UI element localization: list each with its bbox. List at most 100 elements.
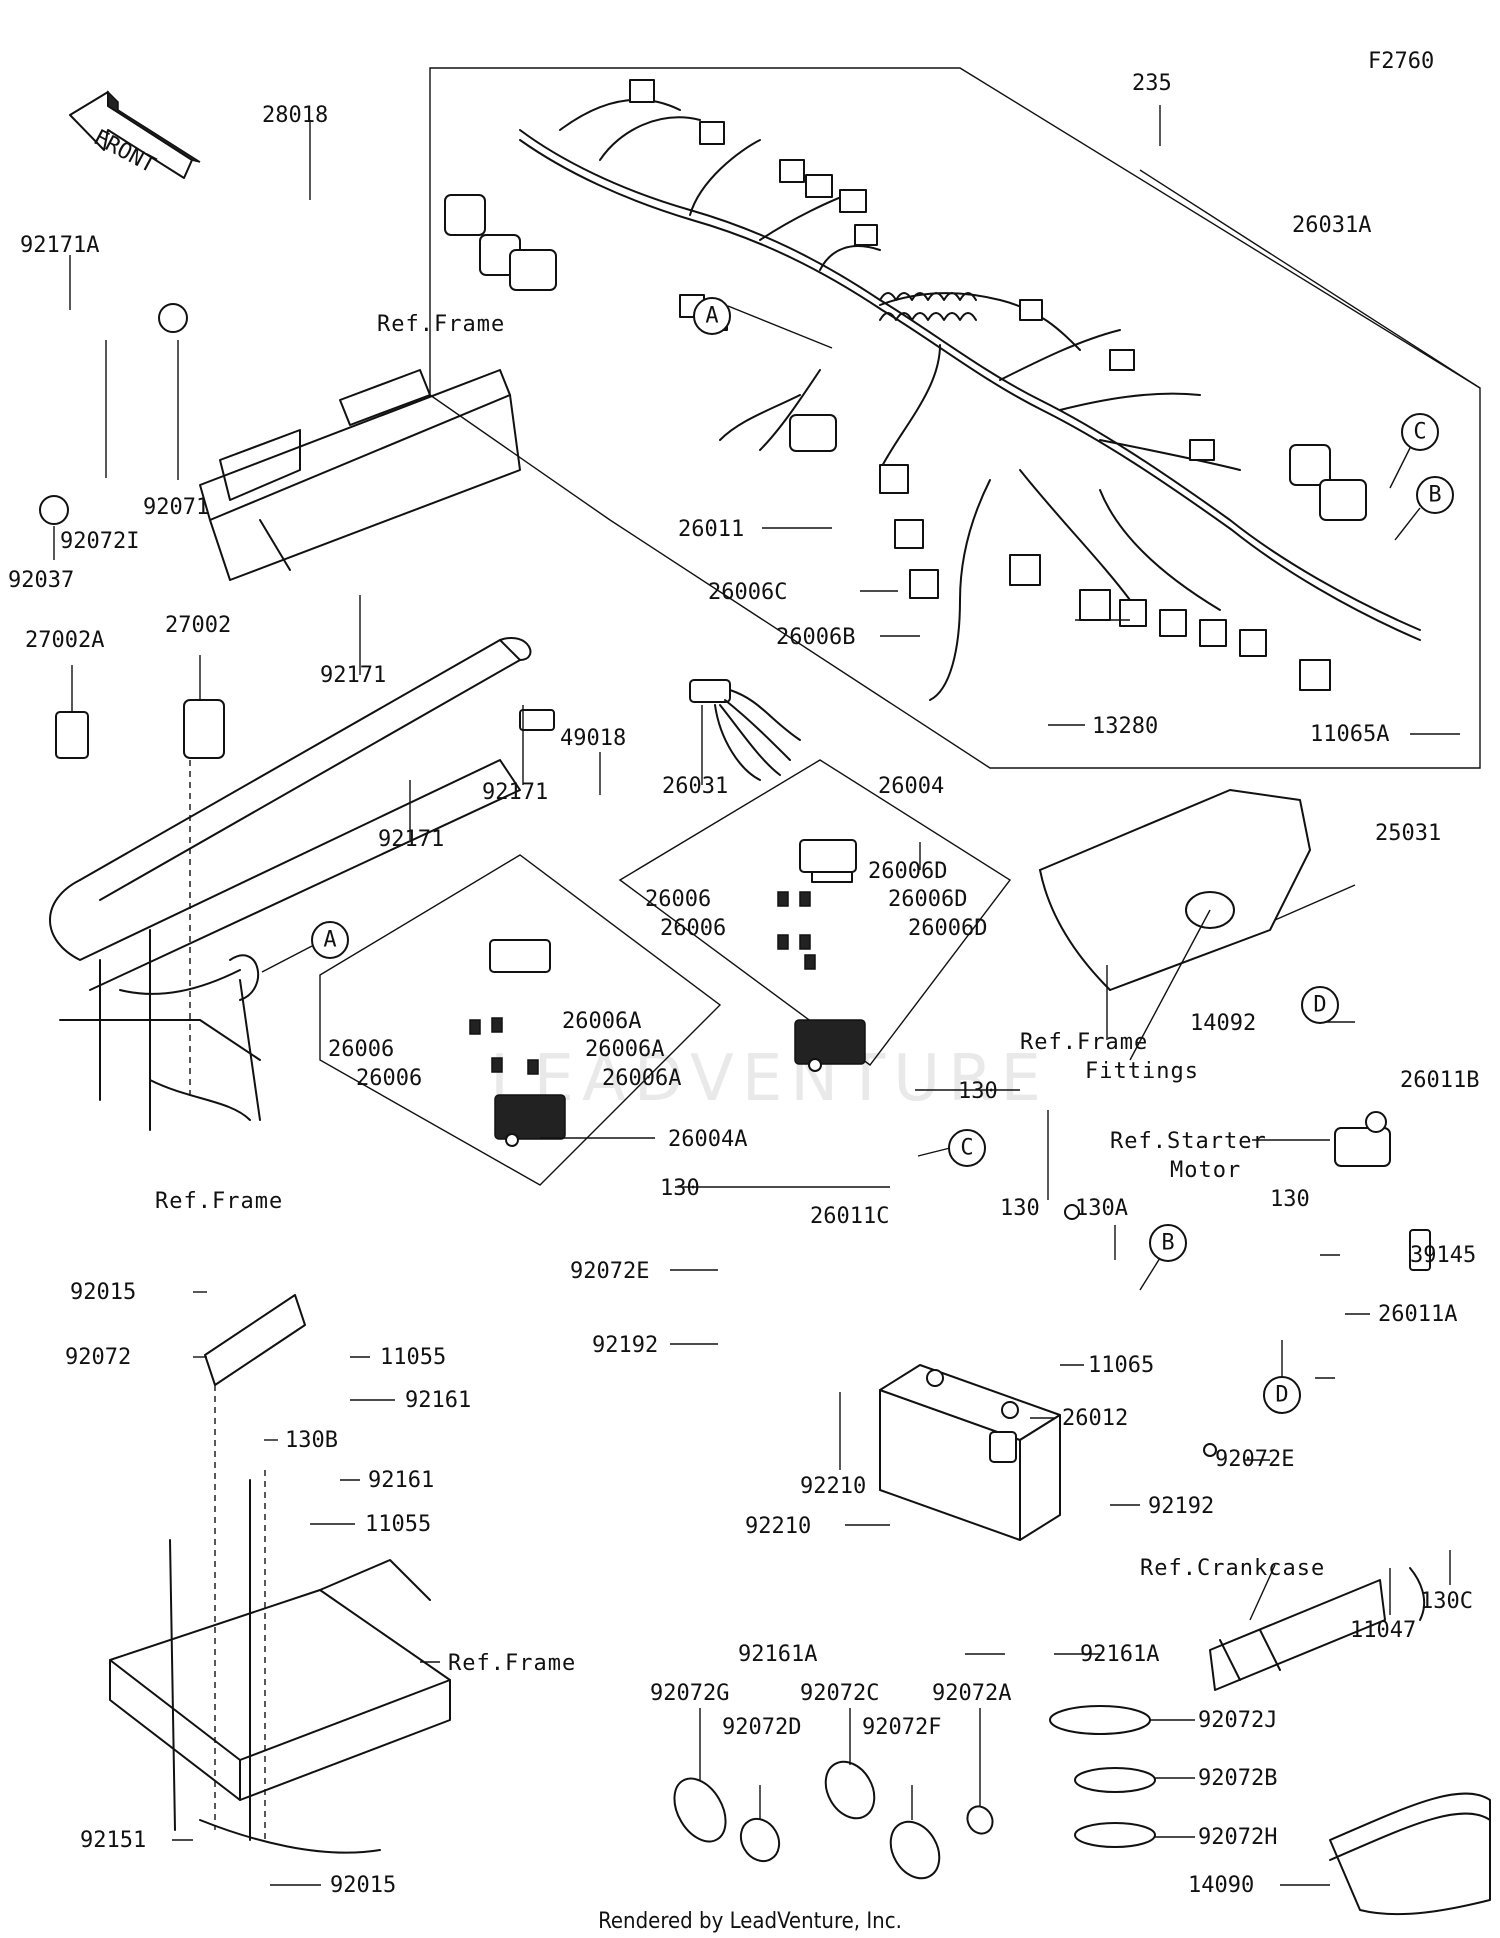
part-label: 92072B xyxy=(1198,1766,1277,1791)
part-label: 26006D xyxy=(868,859,947,884)
part-label: 92161 xyxy=(368,1468,434,1493)
part-label: 27002A xyxy=(25,628,104,653)
part-label: 26006D xyxy=(908,916,987,941)
part-label: 14092 xyxy=(1190,1011,1256,1036)
svg-text:B: B xyxy=(1428,483,1441,508)
starter-motor xyxy=(1334,1111,1391,1167)
part-label: 11047 xyxy=(1350,1618,1416,1643)
misc-small-parts xyxy=(39,303,1431,1841)
battery-tray xyxy=(109,1559,451,1854)
part-label: 92072G xyxy=(650,1681,729,1706)
part-label: 26011B xyxy=(1400,1068,1479,1093)
frame-fittings xyxy=(1039,789,1311,991)
part-label: 92037 xyxy=(8,568,74,593)
part-label: 11055 xyxy=(380,1345,446,1370)
figure-code: F2760 xyxy=(1368,49,1434,74)
part-label: 92171 xyxy=(378,827,444,852)
part-label: 92210 xyxy=(745,1514,811,1539)
part-label: 130B xyxy=(285,1428,338,1453)
part-label: 26011 xyxy=(678,517,744,542)
part-label: 11065 xyxy=(1088,1353,1154,1378)
part-label: 92072H xyxy=(1198,1825,1277,1850)
svg-text:A: A xyxy=(323,928,336,953)
part-label: 26004 xyxy=(878,774,944,799)
part-label: 92171 xyxy=(320,663,386,688)
ref-frame-fittings-line2: Fittings xyxy=(1085,1059,1199,1084)
part-label: 92192 xyxy=(592,1333,658,1358)
part-label: 130 xyxy=(1270,1187,1310,1212)
part-label: 26006D xyxy=(888,887,967,912)
part-label: 26006A xyxy=(602,1066,681,1091)
part-label: 92072C xyxy=(800,1681,879,1706)
part-label: 92072E xyxy=(570,1259,649,1284)
part-label: 92072F xyxy=(862,1715,941,1740)
main-wiring-harness xyxy=(444,79,1421,701)
part-label: 92192 xyxy=(1148,1494,1214,1519)
part-label: 130 xyxy=(958,1079,998,1104)
part-label: 26006A xyxy=(585,1037,664,1062)
part-label: 92161 xyxy=(405,1388,471,1413)
front-arrow-icon: FRONT xyxy=(69,90,201,179)
ref-frame-left: Ref.Frame xyxy=(155,1189,283,1214)
part-label: 92072J xyxy=(1198,1708,1277,1733)
ref-frame-top: Ref.Frame xyxy=(377,312,505,337)
part-label: 92072D xyxy=(722,1715,801,1740)
part-label: 27002 xyxy=(165,613,231,638)
part-label: 26006 xyxy=(356,1066,422,1091)
part-label: 26006B xyxy=(776,625,855,650)
part-label: 92072A xyxy=(932,1681,1011,1706)
part-label: 130 xyxy=(1000,1196,1040,1221)
part-label: 92210 xyxy=(800,1474,866,1499)
part-label: 26004A xyxy=(668,1127,747,1152)
battery-26012 xyxy=(879,1364,1061,1541)
fuse-box-26004A xyxy=(469,939,566,1147)
svg-text:D: D xyxy=(1275,1383,1288,1408)
part-label: 11065A xyxy=(1310,722,1389,747)
part-label: 11055 xyxy=(365,1512,431,1537)
ref-starter-line1: Ref.Starter xyxy=(1110,1129,1267,1154)
cable-ties xyxy=(673,1705,1156,1880)
svg-text:B: B xyxy=(1161,1231,1174,1256)
svg-text:A: A xyxy=(705,304,718,329)
ref-frame-bottom: Ref.Frame xyxy=(448,1651,576,1676)
callout-b-1: B xyxy=(1416,476,1454,514)
ref-crankcase: Ref.Crankcase xyxy=(1140,1556,1325,1581)
bracket-92072 xyxy=(204,1294,306,1386)
part-label: 130C xyxy=(1420,1589,1473,1614)
part-label: 26031A xyxy=(1292,213,1371,238)
crankcase xyxy=(1209,1579,1386,1691)
callout-a-2: A xyxy=(311,921,349,959)
fuse-box-26004A-area xyxy=(319,854,722,1186)
part-label: 49018 xyxy=(560,726,626,751)
part-label: 26006 xyxy=(645,887,711,912)
part-label: 92151 xyxy=(80,1828,146,1853)
svg-text:C: C xyxy=(960,1136,973,1161)
part-label: 25031 xyxy=(1375,821,1441,846)
svg-text:C: C xyxy=(1413,420,1426,445)
part-label: 130 xyxy=(660,1176,700,1201)
part-label: 92015 xyxy=(330,1873,396,1898)
part-label: 92072I xyxy=(60,529,139,554)
part-label: 13280 xyxy=(1092,714,1158,739)
frame-upper xyxy=(199,369,521,581)
sub-harness-26031 xyxy=(689,679,801,781)
part-label: 26012 xyxy=(1062,1406,1128,1431)
callout-d-2: D xyxy=(1263,1376,1301,1414)
part-label: 39145 xyxy=(1410,1243,1476,1268)
ref-frame-fittings-line1: Ref.Frame xyxy=(1020,1030,1148,1055)
callout-c-1: C xyxy=(1401,413,1439,451)
part-label: 130A xyxy=(1075,1196,1128,1221)
callout-d-1: D xyxy=(1301,986,1339,1024)
callout-b-2: B xyxy=(1149,1224,1187,1262)
part-label: 92171 xyxy=(482,780,548,805)
part-label: 92015 xyxy=(70,1280,136,1305)
part-label: 92161A xyxy=(1080,1642,1159,1667)
callout-c-2: C xyxy=(948,1129,986,1167)
watermark: LEADVENTURE xyxy=(490,1042,1049,1116)
fuse-box-26004-area xyxy=(618,759,1012,1066)
footer-credit: Rendered by LeadVenture, Inc. xyxy=(598,1909,902,1934)
part-label: 235 xyxy=(1132,71,1172,96)
part-label: 26011C xyxy=(810,1204,889,1229)
part-label: 26006 xyxy=(328,1037,394,1062)
